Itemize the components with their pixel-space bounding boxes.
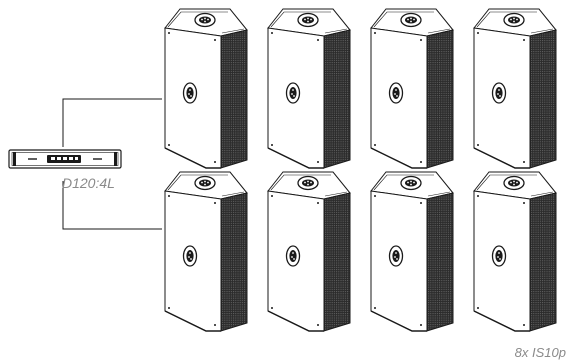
loudspeaker-icon bbox=[267, 171, 351, 332]
loudspeaker-icon bbox=[267, 8, 351, 169]
amplifier-icon bbox=[8, 149, 122, 169]
loudspeaker-count-label: 8x IS10p bbox=[514, 345, 566, 360]
loudspeaker-array bbox=[164, 8, 557, 332]
loudspeaker-icon bbox=[473, 8, 557, 169]
amplifier-model-label: D120:4L bbox=[62, 175, 115, 191]
loudspeaker-icon bbox=[370, 171, 454, 332]
loudspeaker-icon bbox=[370, 8, 454, 169]
loudspeaker-icon bbox=[164, 171, 248, 332]
signal-cables bbox=[62, 98, 162, 230]
cable-top-row bbox=[62, 98, 162, 147]
cable-bottom-row bbox=[62, 181, 162, 230]
loudspeaker-icon bbox=[164, 8, 248, 169]
loudspeaker-icon bbox=[473, 171, 557, 332]
